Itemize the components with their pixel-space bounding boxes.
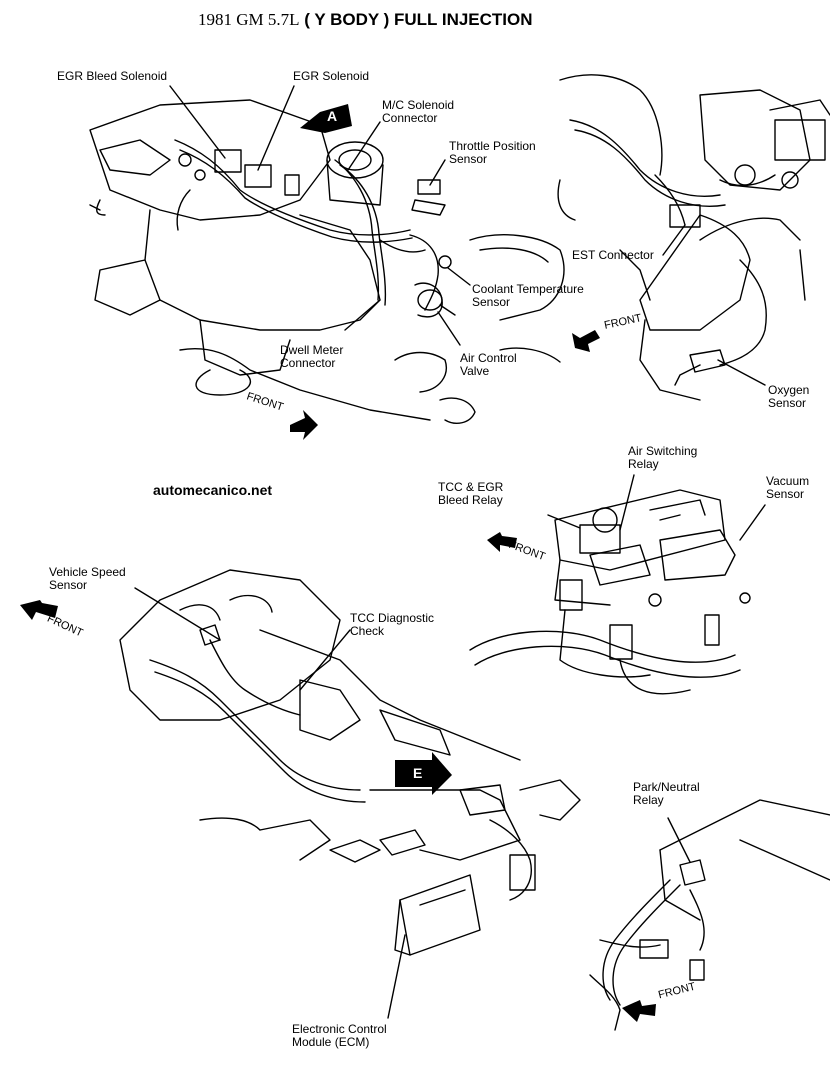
view-tag-a: A bbox=[327, 108, 338, 124]
front-arrow-park bbox=[622, 1000, 656, 1022]
label-egr-bleed-solenoid: EGR Bleed Solenoid bbox=[57, 69, 168, 83]
title-body: ( Y BODY ) FULL INJECTION bbox=[299, 10, 533, 29]
label-park-neutral-relay: Park/Neutral Relay bbox=[633, 780, 700, 807]
page-title: 1981 GM 5.7L ( Y BODY ) FULL INJECTION bbox=[198, 10, 533, 30]
label-tcc-diagnostic-check: TCC Diagnostic Check bbox=[350, 611, 435, 638]
label-vehicle-speed-sensor: Vehicle Speed Sensor bbox=[49, 565, 126, 592]
front-arrow-top-right bbox=[572, 330, 600, 352]
label-air-switching-relay: Air Switching Relay bbox=[628, 444, 698, 471]
label-dwell-meter-connector: Dwell Meter Connector bbox=[280, 343, 344, 370]
engine-view-top-left bbox=[89, 85, 565, 424]
front-arrow-ecm bbox=[20, 600, 58, 620]
view-tag-arrow-a bbox=[300, 104, 352, 133]
label-ecm: Electronic Control Module (ECM) bbox=[292, 1022, 387, 1049]
engine-view-top-right bbox=[557, 74, 830, 401]
label-est-connector: EST Connector bbox=[572, 248, 654, 262]
park-neutral-view bbox=[589, 799, 830, 1031]
label-tcc-egr-bleed-relay: TCC & EGR Bleed Relay bbox=[438, 480, 504, 507]
relay-bracket-view bbox=[469, 474, 766, 695]
ecm-harness-view bbox=[119, 569, 581, 1019]
label-air-control-valve: Air Control Valve bbox=[460, 351, 517, 378]
site-watermark: automecanico.net bbox=[153, 482, 273, 498]
title-engine: 1981 GM 5.7L bbox=[198, 10, 300, 29]
label-vacuum-sensor: Vacuum Sensor bbox=[766, 474, 810, 501]
label-oxygen-sensor: Oxygen Sensor bbox=[768, 383, 810, 410]
label-coolant-temperature-sensor: Coolant Temperature Sensor bbox=[472, 282, 584, 309]
view-tag-arrow-e bbox=[395, 752, 452, 795]
view-tag-e: E bbox=[413, 765, 423, 781]
label-mc-solenoid-connector: M/C Solenoid Connector bbox=[382, 98, 455, 125]
front-arrow-relay bbox=[487, 532, 517, 552]
label-egr-solenoid: EGR Solenoid bbox=[293, 69, 370, 83]
front-arrow-top-middle bbox=[290, 410, 318, 440]
label-throttle-position-sensor: Throttle Position Sensor bbox=[449, 139, 536, 166]
